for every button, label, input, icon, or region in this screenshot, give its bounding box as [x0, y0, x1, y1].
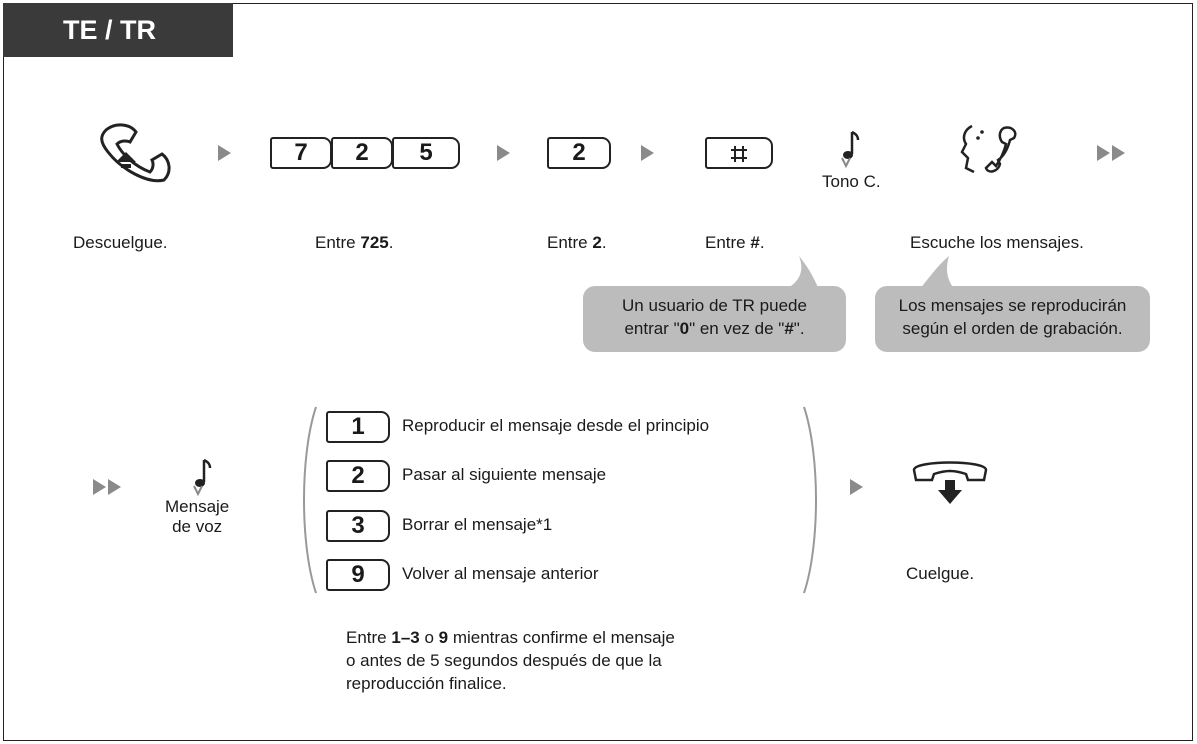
offhook-label: Descuelgue.: [73, 233, 168, 252]
listen-label: Escuche los mensajes.: [910, 233, 1084, 252]
right-paren: [803, 406, 817, 594]
flow-arrow: [218, 145, 231, 161]
option-key-9: 9: [326, 559, 390, 591]
voice-message-label: Mensaje de voz: [165, 497, 230, 536]
flow-arrow: [497, 145, 510, 161]
bubble-tail: [919, 256, 955, 290]
hangup-label: Cuelgue.: [906, 564, 975, 583]
header-tab: TE / TR: [3, 3, 233, 57]
option-key-1: 1: [326, 411, 390, 443]
enter-725-label: Entre 725.: [315, 233, 394, 252]
flow-arrow: [641, 145, 654, 161]
left-paren: [303, 406, 317, 594]
option-key-2: 2: [326, 460, 390, 492]
voice-message-note-icon: [193, 458, 212, 496]
option-text-9: Volver al mensaje anterior: [402, 564, 599, 583]
key-hash: [705, 137, 773, 169]
option-text-1: Reproducir el mensaje desde el principio: [402, 416, 710, 435]
option-text-3: Borrar el mensaje*1: [402, 515, 553, 534]
bubble-tail: [785, 256, 819, 290]
order-note-line1: Los mensajes se reproducirán: [898, 296, 1127, 315]
continue-arrow-4: [108, 479, 121, 495]
continue-arrow-1: [1097, 145, 1110, 161]
tone-note-icon: [841, 130, 860, 168]
option-key-3: 3: [326, 510, 390, 542]
key-7: 7: [270, 137, 332, 169]
continue-arrow-2: [1112, 145, 1125, 161]
option-text-2: Pasar al siguiente mensaje: [402, 465, 607, 484]
tone-label: Tono C.: [822, 172, 881, 191]
tr-note-line1: Un usuario de TR puede: [622, 296, 807, 315]
flow-arrow: [850, 479, 863, 495]
procedure-frame: [3, 3, 1193, 741]
continue-arrow-3: [93, 479, 106, 495]
options-note: Entre 1–3 o 9 mientras confirme el mensa…: [346, 628, 675, 693]
key-2: 2: [331, 137, 393, 169]
enter-2-label: Entre 2.: [547, 233, 607, 252]
offhook-handset-icon: [100, 123, 171, 183]
hash-icon: [731, 146, 747, 162]
hangup-handset-icon: [912, 461, 988, 504]
listen-handset-icon: [960, 124, 1017, 174]
key-2-single: 2: [547, 137, 611, 169]
tr-note-line2: entrar "0" en vez de "#".: [624, 319, 805, 338]
order-note-line2: según el orden de grabación.: [902, 319, 1123, 338]
key-5: 5: [392, 137, 460, 169]
tr-note-bubble: Un usuario de TR puede entrar "0" en vez…: [583, 256, 846, 352]
order-note-bubble: Los mensajes se reproducirán según el or…: [875, 256, 1150, 352]
enter-hash-label: Entre #.: [705, 233, 765, 252]
